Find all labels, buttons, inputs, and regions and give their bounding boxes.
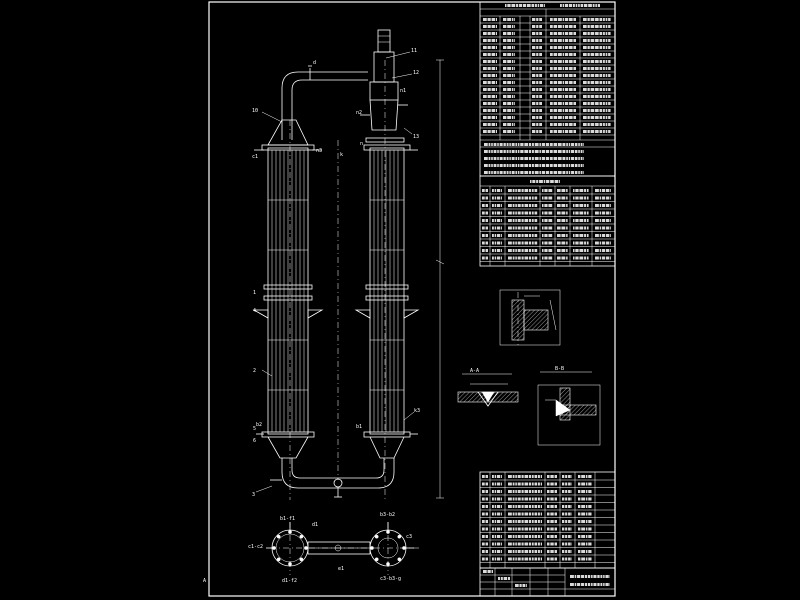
- sheet-border: [208, 1, 616, 597]
- callout-2: 2: [253, 368, 256, 374]
- plan-label-p1: b1-f1: [280, 516, 295, 522]
- callout-n3: n3: [316, 148, 322, 154]
- plan-label-p5: c3-b3-g: [380, 576, 401, 582]
- callout-11: 11: [411, 48, 417, 54]
- callout-5: 5: [253, 426, 256, 432]
- plan-view-labels: b1-f1 d1 b3-b2 c1-c2 c3-b3-g d1-f2 e1 c3: [248, 512, 412, 584]
- plan-label-p4: c1-c2: [248, 544, 263, 550]
- callout-10: 10: [252, 108, 258, 114]
- callout-d: d: [313, 60, 316, 66]
- detail-title-b: B-B: [555, 366, 564, 372]
- callout-k3: k3: [414, 408, 420, 414]
- corner-mark: A: [203, 578, 206, 584]
- parts-list-table: [479, 471, 616, 569]
- callout-1: 1: [253, 290, 256, 296]
- callout-n2: n2: [356, 110, 362, 116]
- callout-c1: c1: [252, 154, 258, 160]
- plan-label-p8: c3: [406, 534, 412, 540]
- plan-view: [266, 522, 420, 575]
- weld-detail-a: A-A: [457, 368, 519, 407]
- leader-lines: [255, 51, 415, 493]
- callout-4: 4: [253, 308, 256, 314]
- detail-title-a: A-A: [470, 368, 479, 374]
- nozzle-table: [479, 175, 616, 267]
- left-column: [252, 144, 324, 459]
- plan-label-p2: d1: [312, 522, 318, 528]
- callout-12: 12: [413, 70, 419, 76]
- callout-n1: n1: [400, 88, 406, 94]
- callout-3: 3: [252, 492, 255, 498]
- callout-k: k: [340, 152, 343, 158]
- tech-spec-table: [479, 1, 616, 177]
- right-column: [354, 29, 420, 459]
- weld-detail-b: B-B: [537, 366, 601, 446]
- evaporator-elevation: [252, 29, 445, 500]
- callout-b1: b1: [356, 424, 362, 430]
- plan-label-p3: b3-b2: [380, 512, 395, 518]
- callout-n: n: [360, 141, 363, 147]
- plan-label-p6: d1-f2: [282, 578, 297, 584]
- callout-6: 6: [253, 438, 256, 444]
- callout-13: 13: [413, 134, 419, 140]
- weld-detail-flange: [499, 289, 561, 346]
- title-block: [479, 567, 616, 597]
- plan-label-p7: e1: [338, 566, 344, 572]
- callout-b2: b2: [256, 422, 262, 428]
- callout-labels: 11 12 13 10 d n1 n2 n3 k c1 n 1 2 3 4 5 …: [252, 48, 420, 498]
